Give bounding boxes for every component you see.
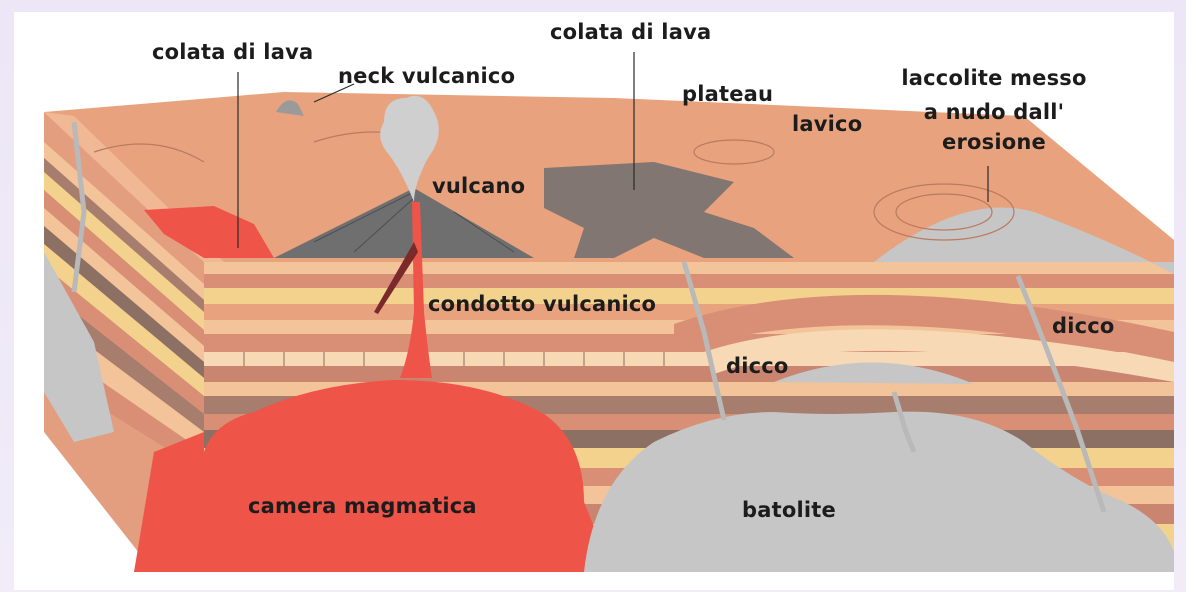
label-lavico: lavico <box>792 114 862 135</box>
label-laccolite-line2: a nudo dall' <box>884 102 1104 123</box>
label-laccolite-line3: erosione <box>884 132 1104 153</box>
label-colata-di-lava-top: colata di lava <box>550 22 711 43</box>
diagram-frame: colata di lava colata di lava neck vulca… <box>14 12 1174 590</box>
label-neck-vulcanico: neck vulcanico <box>338 66 515 87</box>
label-colata-di-lava-left: colata di lava <box>152 42 313 63</box>
label-batolite: batolite <box>742 500 836 521</box>
label-plateau: plateau <box>682 84 773 105</box>
label-camera-magmatica: camera magmatica <box>248 496 477 517</box>
label-condotto-vulcanico: condotto vulcanico <box>428 294 656 315</box>
label-dicco-center: dicco <box>726 356 789 377</box>
label-vulcano: vulcano <box>432 176 525 197</box>
label-dicco-right: dicco <box>1052 316 1115 337</box>
label-laccolite-line1: laccolite messo <box>884 68 1104 89</box>
